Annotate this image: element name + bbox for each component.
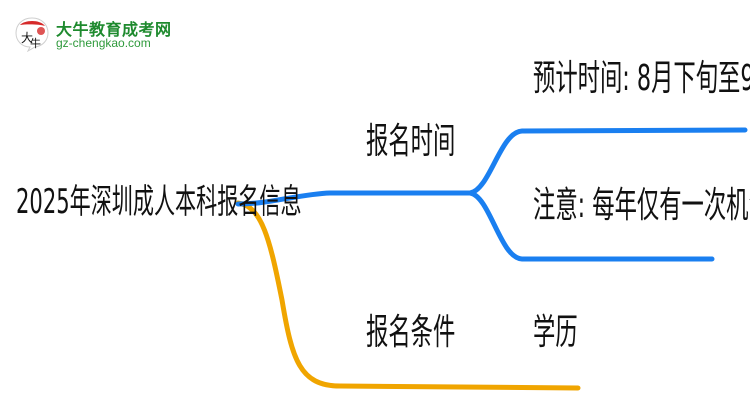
root-node: 2025年深圳成人本科报名信息 xyxy=(16,182,302,222)
connector-root-to-conditions xyxy=(235,200,581,391)
leaf-node-education: 学历 xyxy=(533,312,578,353)
connector-root-to-time xyxy=(235,190,473,207)
leaf-node-estimated-time: 预计时间: 8月下旬至9月中旬 xyxy=(533,58,750,99)
branch-node-registration-conditions: 报名条件 xyxy=(366,312,456,353)
branch-node-registration-time: 报名时间 xyxy=(366,121,456,162)
leaf-node-note: 注意: 每年仅有一次机会 xyxy=(533,185,750,226)
site-logo[interactable]: 大 牛 大牛教育成考网 gz-chengkao.com xyxy=(14,14,174,54)
logo-url: gz-chengkao.com xyxy=(56,36,151,50)
connector-time-to-estimate xyxy=(467,127,748,196)
svg-text:大: 大 xyxy=(21,31,33,45)
svg-text:牛: 牛 xyxy=(30,36,41,50)
logo-badge-icon: 大 牛 xyxy=(15,17,49,52)
connector-time-to-note xyxy=(467,190,715,262)
logo-name: 大牛教育成考网 xyxy=(56,20,172,39)
